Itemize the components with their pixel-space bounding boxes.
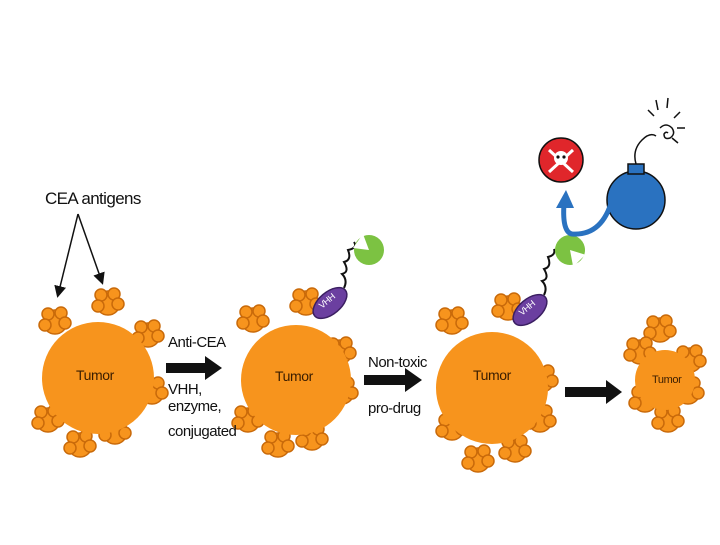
process-arrow-1 bbox=[166, 356, 222, 380]
spark-icon bbox=[647, 97, 685, 144]
cea-pointer-arrows bbox=[54, 213, 105, 298]
vhh-enzyme-conjugate-2 bbox=[506, 232, 589, 333]
bomb-icon bbox=[606, 133, 666, 230]
tumor-label-2: Tumor bbox=[275, 368, 313, 384]
process-arrow-2 bbox=[364, 368, 422, 392]
step1-line3: enzyme, bbox=[168, 398, 222, 415]
step1-line4: conjugated bbox=[168, 423, 237, 440]
process-arrow-3 bbox=[565, 380, 622, 404]
tumor-cell-4 bbox=[623, 314, 707, 433]
step1-line2: VHH, bbox=[168, 381, 202, 398]
tumor-cell-2 bbox=[231, 287, 359, 458]
skull-crossbones-icon bbox=[538, 137, 584, 183]
toxin-release-arrow bbox=[556, 190, 615, 237]
tumor-cell-1 bbox=[31, 287, 169, 458]
tumor-label-1: Tumor bbox=[76, 367, 114, 383]
vhh-enzyme-conjugate-1 bbox=[306, 234, 384, 326]
tumor-label-4: Tumor bbox=[652, 374, 682, 386]
step2-line1: Non-toxic bbox=[368, 354, 427, 371]
tumor-cell-3 bbox=[435, 292, 559, 473]
step2-line2: pro-drug bbox=[368, 400, 421, 417]
cea-antigens-label: CEA antigens bbox=[45, 189, 141, 208]
step1-line1: Anti-CEA bbox=[168, 334, 226, 351]
tumor-label-3: Tumor bbox=[473, 367, 511, 383]
